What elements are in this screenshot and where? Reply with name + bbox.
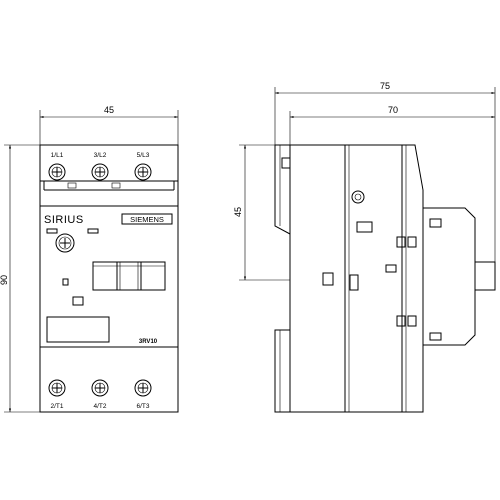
- side-detail: [385, 264, 397, 273]
- terminal-screw-icon: [134, 379, 152, 397]
- side-detail: [407, 315, 417, 327]
- front-height-dimension: 90: [0, 144, 40, 413]
- top-terminal-screws: [48, 163, 152, 181]
- side-screw-icon: [351, 190, 365, 204]
- side-middle-section: [344, 144, 403, 413]
- brand-logo-text: SIEMENS: [130, 215, 164, 224]
- brand-series-text: SIRIUS: [44, 214, 84, 226]
- side-height-dimension: 45: [233, 144, 290, 281]
- current-setting-knob-icon: [55, 233, 75, 253]
- side-detail: [349, 274, 359, 291]
- terminal-label-4-t2: 4/T2: [93, 403, 106, 410]
- side-depth-dimension: 70: [289, 105, 495, 145]
- bottom-terminal-screws: [48, 379, 152, 397]
- side-front-section: [401, 144, 424, 413]
- front-width-dimension: 45: [39, 105, 179, 145]
- terminal-screw-icon: [48, 379, 66, 397]
- terminal-screw-icon: [48, 163, 66, 181]
- side-view: 75 70 45: [233, 81, 496, 413]
- label-plate: [46, 316, 110, 343]
- side-base-section: [289, 144, 346, 413]
- rotary-actuator: [92, 261, 166, 291]
- terminal-screw-icon: [91, 163, 109, 181]
- side-detail: [429, 218, 442, 228]
- indicator-slot: [46, 228, 58, 234]
- side-detail: [407, 236, 417, 248]
- terminal-label-2-t1: 2/T1: [50, 403, 63, 410]
- front-width-label: 45: [104, 105, 114, 115]
- terminal-label-3-l2: 3/L2: [94, 152, 107, 159]
- test-button-icon: [62, 278, 69, 286]
- auxiliary-slot: [72, 296, 84, 306]
- front-height-label: 90: [0, 275, 9, 285]
- side-knob: [474, 261, 496, 291]
- terminal-label-6-t3: 6/T3: [136, 403, 149, 410]
- front-view: 45 90 1/L1 3/L2 5/L3: [0, 105, 179, 413]
- terminal-label-5-l3: 5/L3: [137, 152, 150, 159]
- side-detail: [396, 315, 406, 327]
- din-rail-clip: [274, 144, 291, 413]
- side-detail: [356, 221, 373, 233]
- terminal-label-1-l1: 1/L1: [51, 152, 64, 159]
- model-number-text: 3RV10: [139, 339, 158, 345]
- terminal-cover-band: [40, 180, 178, 191]
- side-actuator-housing: [422, 207, 476, 346]
- side-overall-depth-dimension: 75: [274, 81, 496, 262]
- side-detail: [429, 332, 442, 341]
- indicator-slot: [87, 228, 99, 234]
- side-detail: [396, 236, 406, 248]
- side-height-label: 45: [233, 207, 243, 217]
- front-body-outline: [39, 144, 179, 413]
- side-detail: [322, 272, 334, 286]
- siemens-logo: SIEMENS: [121, 213, 173, 225]
- side-depth-label: 70: [388, 105, 398, 115]
- terminal-screw-icon: [91, 379, 109, 397]
- terminal-screw-icon: [134, 163, 152, 181]
- side-overall-depth-label: 75: [380, 81, 390, 91]
